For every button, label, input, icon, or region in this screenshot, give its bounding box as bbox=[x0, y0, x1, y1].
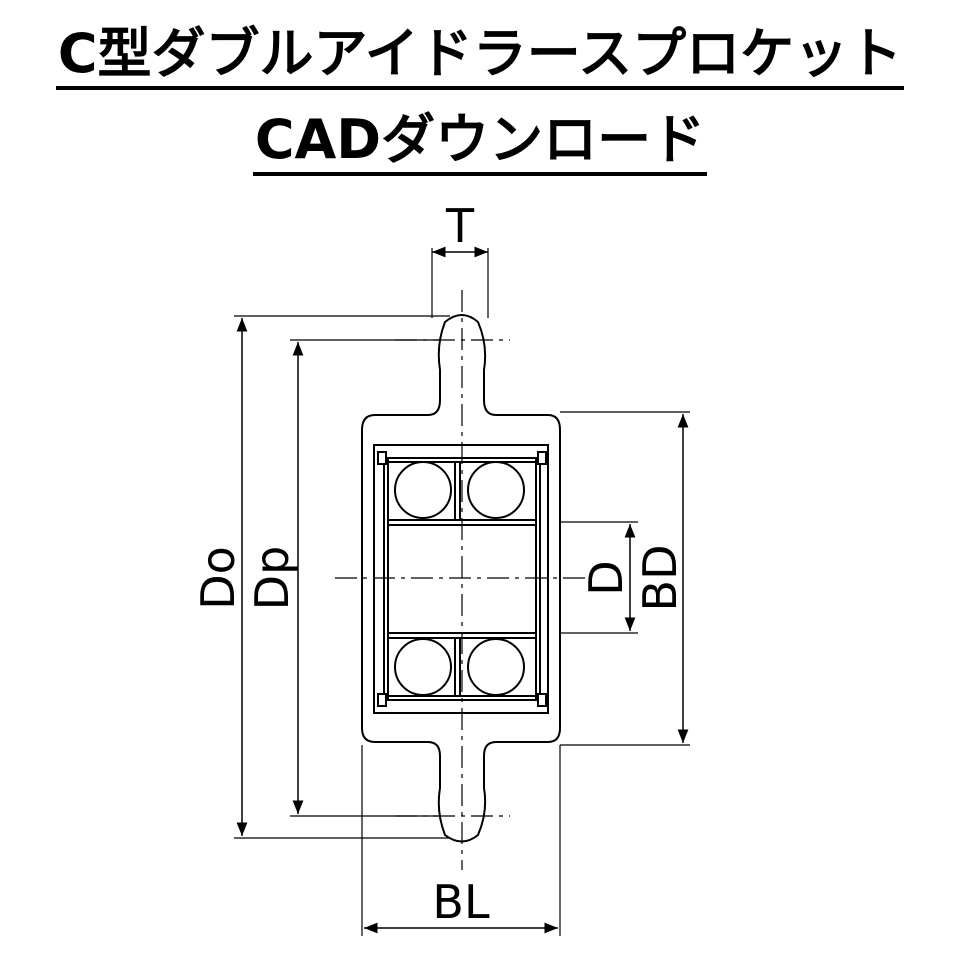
title-line-1: C型ダブルアイドラースプロケット bbox=[55, 22, 905, 90]
title-line-2: CADダウンロード bbox=[252, 108, 708, 176]
ball-upper-right bbox=[467, 461, 525, 519]
title-block: C型ダブルアイドラースプロケット CADダウンロード bbox=[0, 22, 960, 194]
label-bd: BD bbox=[633, 545, 687, 612]
label-d: D bbox=[579, 560, 633, 595]
bearing-housing bbox=[373, 444, 549, 714]
label-do: Do bbox=[191, 546, 245, 610]
ball-lower-right bbox=[467, 638, 525, 696]
ball-upper-left bbox=[394, 461, 452, 519]
label-t: T bbox=[445, 199, 475, 253]
ball-lower-left bbox=[394, 638, 452, 696]
sprocket-outline bbox=[361, 314, 561, 843]
label-dp: Dp bbox=[245, 546, 299, 611]
label-bl: BL bbox=[432, 875, 490, 929]
